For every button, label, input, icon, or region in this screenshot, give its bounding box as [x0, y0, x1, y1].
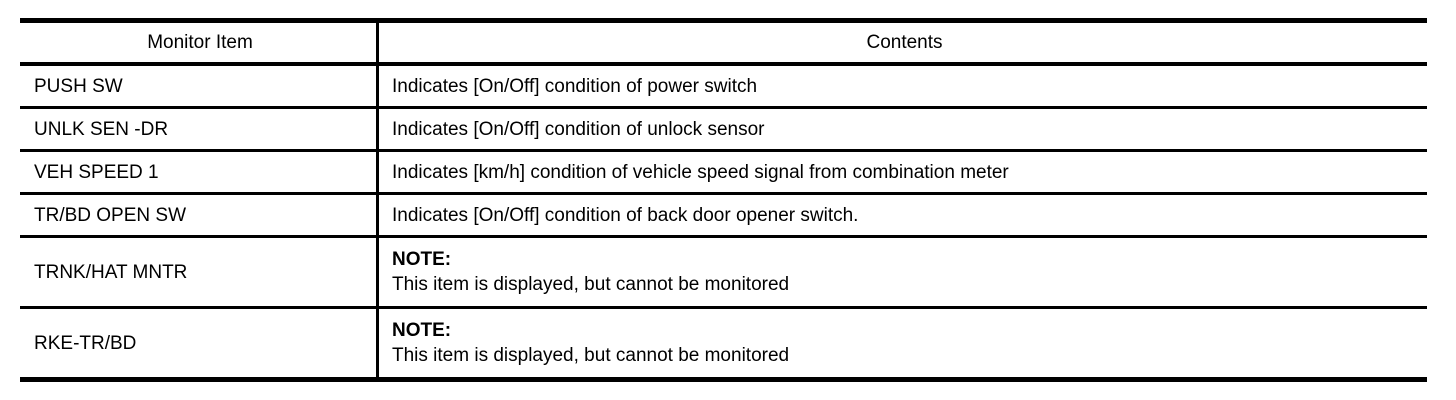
monitor-item-cell: VEH SPEED 1 [20, 152, 379, 192]
contents-value: Indicates [On/Off] condition of unlock s… [392, 118, 765, 140]
contents-value: Indicates [km/h] condition of vehicle sp… [392, 161, 1009, 183]
monitor-item-table: Monitor Item Contents PUSH SW Indicates … [20, 18, 1427, 382]
monitor-item-cell: TRNK/HAT MNTR [20, 238, 379, 306]
contents-cell: Indicates [On/Off] condition of unlock s… [379, 109, 1427, 149]
monitor-item-value: VEH SPEED 1 [34, 161, 159, 183]
contents-cell: NOTE: This item is displayed, but cannot… [379, 238, 1427, 306]
contents-header-label: Contents [866, 32, 943, 53]
monitor-item-cell: TR/BD OPEN SW [20, 195, 379, 235]
table-row: UNLK SEN -DR Indicates [On/Off] conditio… [20, 109, 1427, 152]
monitor-item-header-cell: Monitor Item [20, 23, 379, 62]
monitor-item-header-label: Monitor Item [147, 32, 253, 53]
monitor-item-value: PUSH SW [34, 75, 123, 97]
table-header-row: Monitor Item Contents [20, 23, 1427, 66]
table-row: PUSH SW Indicates [On/Off] condition of … [20, 66, 1427, 109]
contents-value: Indicates [On/Off] condition of power sw… [392, 75, 758, 97]
monitor-item-value: RKE-TR/BD [34, 332, 137, 354]
contents-value: Indicates [On/Off] condition of back doo… [392, 204, 859, 226]
contents-header-cell: Contents [379, 23, 1427, 62]
note-label: NOTE: [392, 249, 452, 270]
contents-cell: Indicates [On/Off] condition of back doo… [379, 195, 1427, 235]
contents-cell: Indicates [km/h] condition of vehicle sp… [379, 152, 1427, 192]
contents-cell: Indicates [On/Off] condition of power sw… [379, 66, 1427, 106]
monitor-item-value: TR/BD OPEN SW [34, 204, 187, 226]
table-row: TRNK/HAT MNTR NOTE: This item is display… [20, 238, 1427, 309]
table-row: VEH SPEED 1 Indicates [km/h] condition o… [20, 152, 1427, 195]
monitor-item-cell: RKE-TR/BD [20, 309, 379, 377]
note-text: This item is displayed, but cannot be mo… [392, 345, 790, 366]
table-row: RKE-TR/BD NOTE: This item is displayed, … [20, 309, 1427, 377]
monitor-item-cell: PUSH SW [20, 66, 379, 106]
contents-cell: NOTE: This item is displayed, but cannot… [379, 309, 1427, 377]
note-text: This item is displayed, but cannot be mo… [392, 274, 790, 295]
note-label: NOTE: [392, 320, 452, 341]
monitor-item-value: TRNK/HAT MNTR [34, 261, 188, 283]
monitor-item-cell: UNLK SEN -DR [20, 109, 379, 149]
table-row: TR/BD OPEN SW Indicates [On/Off] conditi… [20, 195, 1427, 238]
monitor-item-value: UNLK SEN -DR [34, 118, 169, 140]
